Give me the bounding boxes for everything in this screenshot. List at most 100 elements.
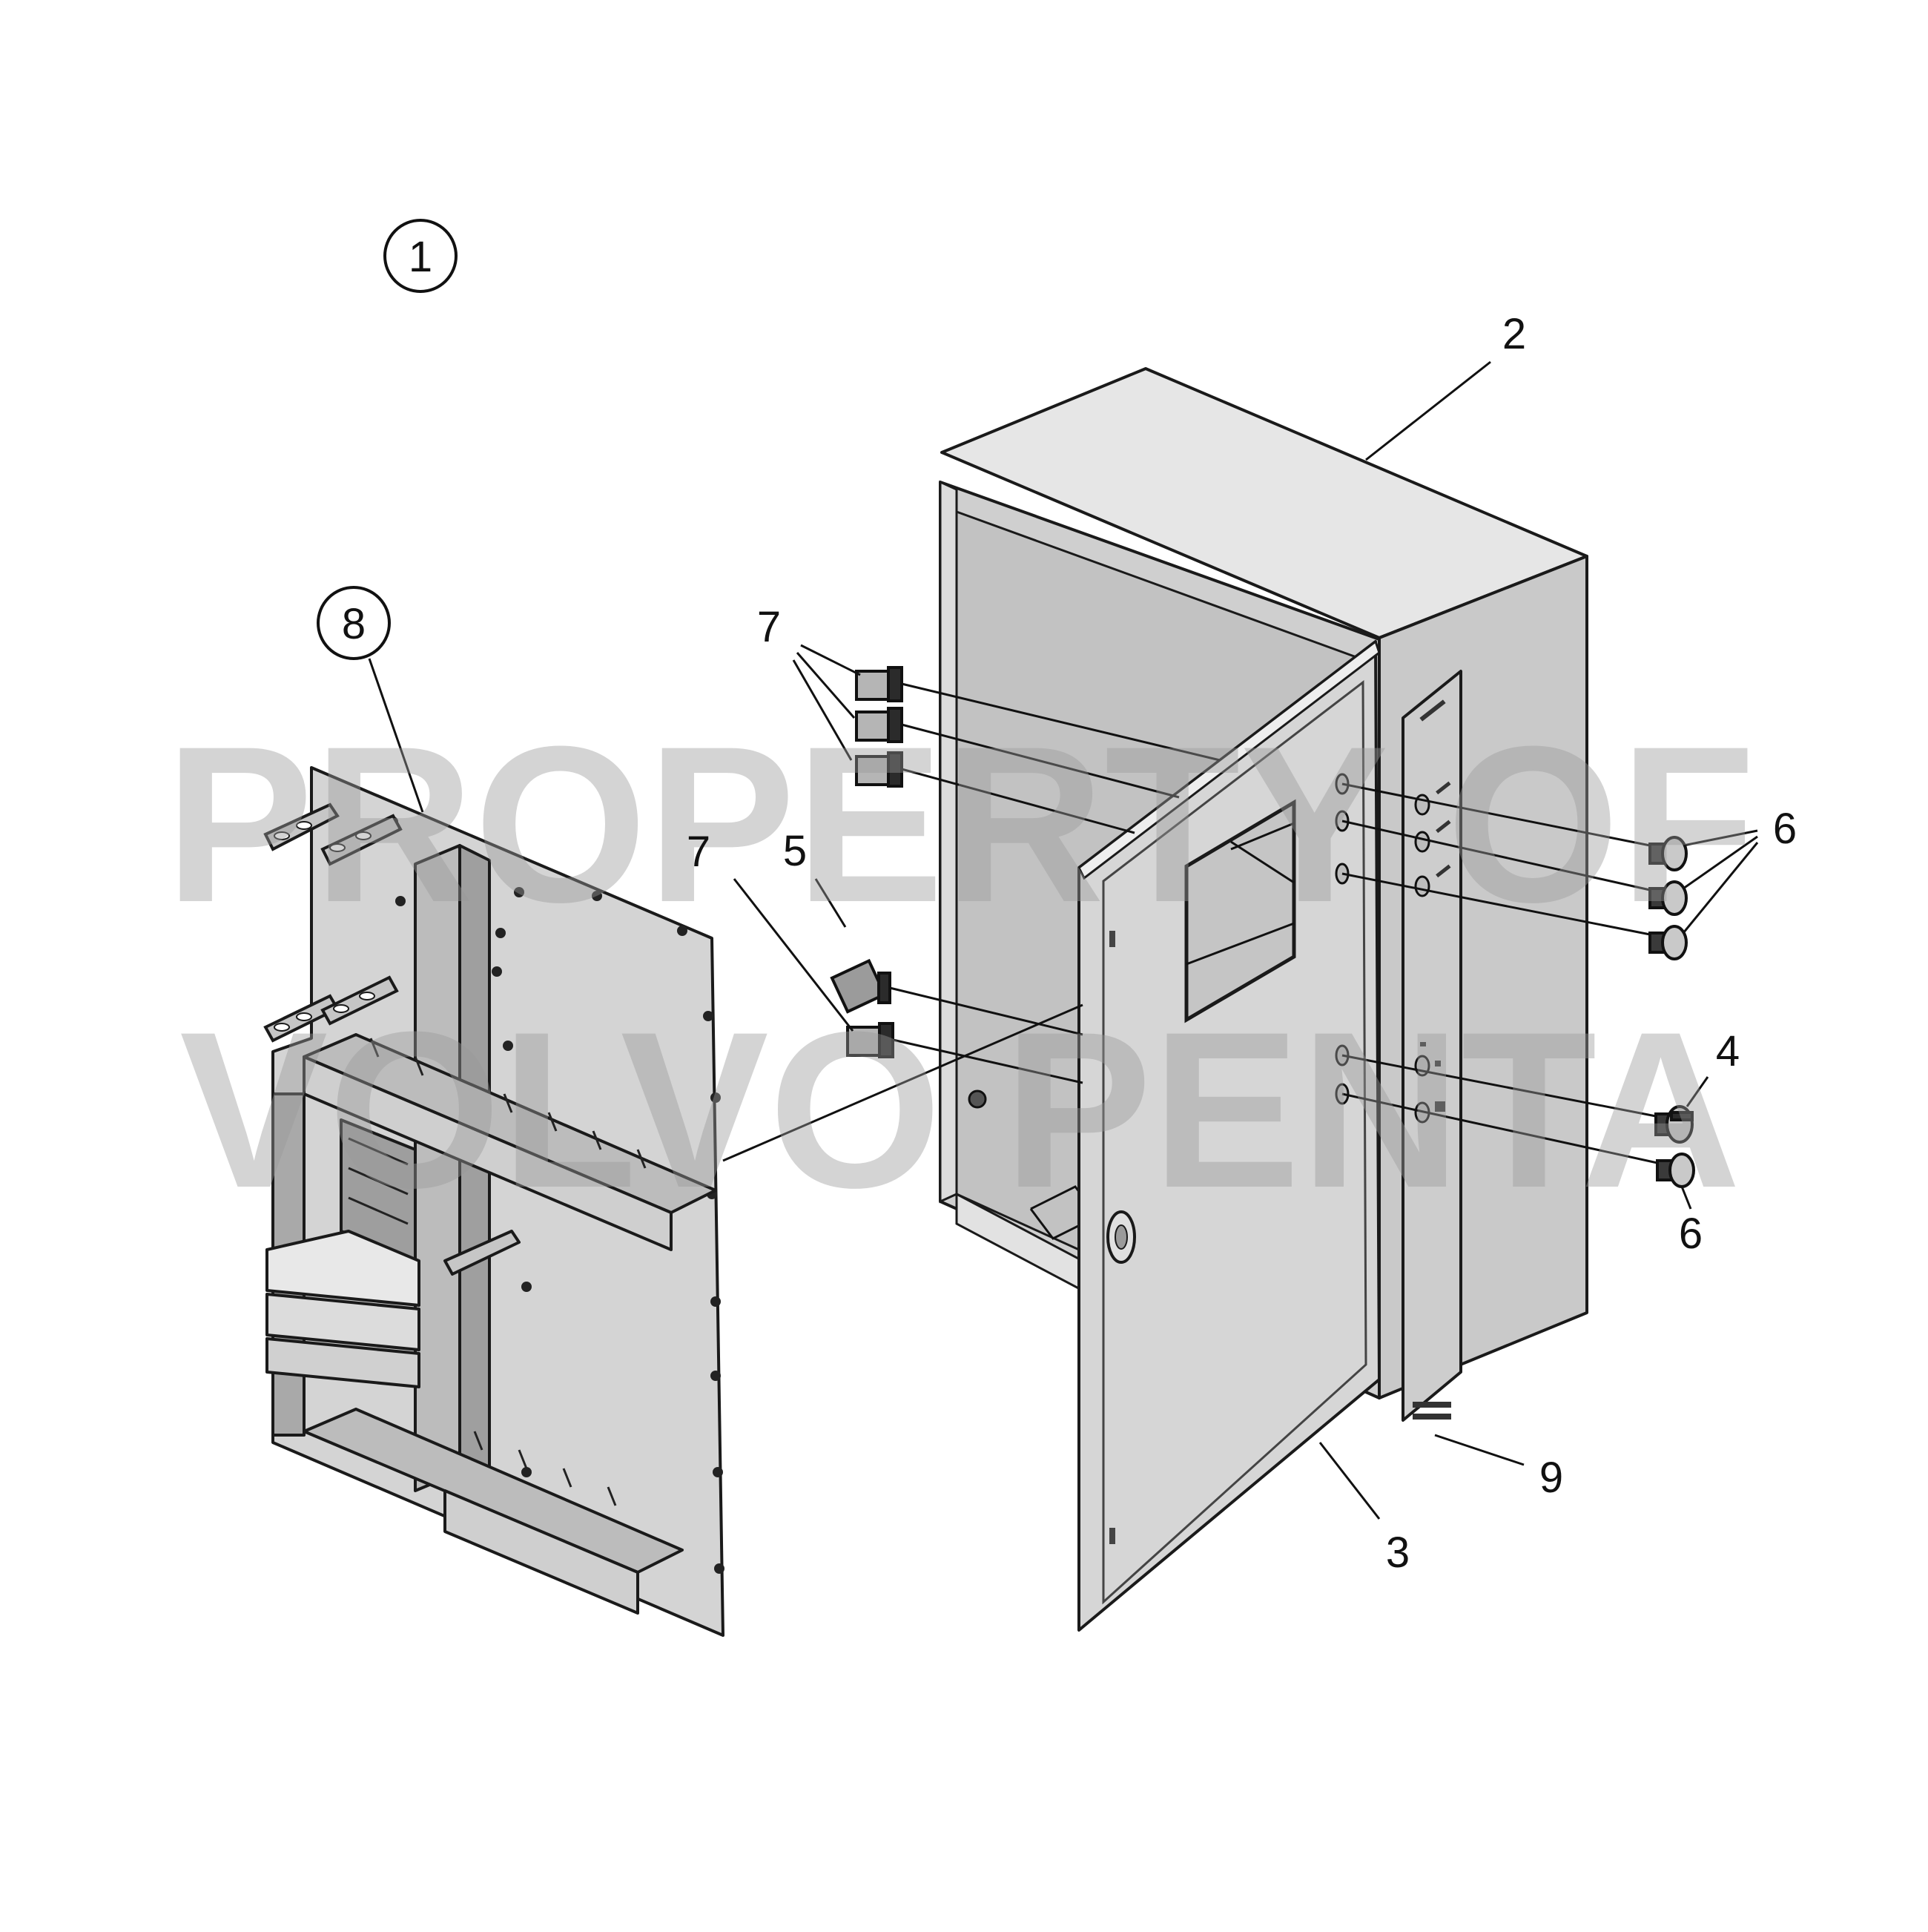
duct-tooth xyxy=(503,1093,513,1113)
callout-3: 3 xyxy=(1386,1529,1410,1577)
leader-5 xyxy=(814,878,847,928)
wire-duct-horizontal-bottom-front xyxy=(443,1489,639,1615)
plate-hole xyxy=(714,1563,724,1574)
button-cap xyxy=(1661,880,1688,916)
mounting-plate-assembly xyxy=(263,766,724,1637)
plate-hole xyxy=(492,966,502,977)
door-window-line-mid xyxy=(1230,840,1295,884)
plate-hole xyxy=(395,896,406,906)
button-cap xyxy=(1661,836,1688,871)
leader-lines xyxy=(368,360,1759,1520)
plate-hole xyxy=(503,1041,513,1051)
terminal-line xyxy=(348,1137,409,1166)
plate-hole xyxy=(677,926,687,936)
leader-6a-3 xyxy=(1682,842,1759,934)
clip-part xyxy=(846,1022,894,1058)
bracket-slots xyxy=(274,821,375,1032)
label-strip-panel xyxy=(1402,670,1462,1422)
leader-8 xyxy=(368,658,424,813)
label-strip-marks xyxy=(1413,699,1451,1420)
bracket-slot xyxy=(274,1023,290,1032)
callout-8-circle xyxy=(317,586,391,660)
leader-line-plate xyxy=(722,1003,1083,1162)
strip-mark xyxy=(1436,781,1451,795)
leader-7a-2 xyxy=(796,652,856,719)
relay-module-3 xyxy=(265,1337,420,1388)
duct-tooth xyxy=(592,1130,602,1150)
clip-part xyxy=(855,666,903,702)
door-display-window xyxy=(1184,799,1296,1023)
bracket-slot xyxy=(296,821,312,830)
leader-line-button-3 xyxy=(1341,872,1651,936)
terminal-line xyxy=(348,1167,409,1196)
leader-line-connector xyxy=(889,986,1083,1036)
leader-6a-2 xyxy=(1683,835,1758,890)
leader-line-clip-3 xyxy=(901,768,1135,834)
bracket-slot xyxy=(296,1012,312,1021)
cabinet-door xyxy=(1077,639,1381,1632)
callout-7-top: 7 xyxy=(757,603,781,651)
plate-hole xyxy=(710,1092,721,1103)
door-inner-border xyxy=(1102,679,1367,1605)
plate-hole xyxy=(521,1467,532,1477)
door-hinge-top xyxy=(1109,931,1115,947)
leader-7a-1 xyxy=(800,644,861,676)
clip-part xyxy=(855,707,903,743)
strip-mark xyxy=(1413,1402,1451,1408)
wire-duct-horizontal-top-front xyxy=(303,1055,673,1251)
leader-line-button-4 xyxy=(1341,1092,1658,1164)
cabinet-keyhole xyxy=(968,1089,987,1109)
leader-line-clip-lower xyxy=(892,1038,1083,1084)
strip-mark xyxy=(1419,699,1446,722)
relay-module-1 xyxy=(265,1230,420,1307)
duct-tooth xyxy=(369,1038,380,1058)
plate-hole xyxy=(514,887,524,897)
callout-9: 9 xyxy=(1539,1454,1563,1502)
strip-mark xyxy=(1436,864,1451,878)
clip-part xyxy=(855,751,903,788)
door-clips-upper xyxy=(855,666,903,788)
strip-mark xyxy=(1435,1061,1441,1066)
callout-2: 2 xyxy=(1502,310,1526,358)
door-window-line-low xyxy=(1186,922,1295,966)
duct-tooth xyxy=(518,1449,528,1469)
bracket-slot xyxy=(329,843,346,852)
leader-6b xyxy=(1680,1186,1692,1210)
door-clips-lower xyxy=(846,1022,894,1058)
duct-tooth xyxy=(636,1149,647,1169)
leader-7b xyxy=(733,878,854,1032)
push-button-part xyxy=(1648,880,1688,916)
leader-line-button-2 xyxy=(1341,820,1651,891)
watermark-line-2: VOLVO PENTA xyxy=(179,985,1741,1234)
plate-clip xyxy=(443,1230,521,1276)
clip-body xyxy=(855,755,891,786)
plate-hole xyxy=(713,1467,723,1477)
bracket-slot xyxy=(333,1004,349,1013)
push-button-part xyxy=(1648,836,1688,871)
strip-hole xyxy=(1414,831,1430,853)
connector-body xyxy=(830,958,887,1014)
bracket-slot xyxy=(274,831,290,840)
leader-9 xyxy=(1434,1434,1525,1466)
callout-1-circle xyxy=(383,219,458,293)
duct-tooth xyxy=(473,1431,483,1451)
connector-part-5 xyxy=(830,958,891,1014)
door-edge xyxy=(1077,639,1381,880)
callout-6-top: 6 xyxy=(1773,805,1797,853)
duct-teeth xyxy=(369,1038,647,1506)
callout-7-middle: 7 xyxy=(687,828,710,876)
callout-6-bottom: 6 xyxy=(1679,1210,1703,1258)
duct-tooth xyxy=(414,1056,424,1076)
clip-body xyxy=(855,670,891,701)
door-window-line-top xyxy=(1230,822,1295,851)
leader-line-button-1 xyxy=(1341,782,1651,847)
leader-4 xyxy=(1686,1076,1709,1107)
push-buttons xyxy=(1648,836,1695,1188)
leader-2 xyxy=(1365,360,1491,461)
leader-6a-1 xyxy=(1683,829,1758,847)
leader-line-clip-2 xyxy=(901,723,1180,799)
strip-mark xyxy=(1435,1101,1445,1112)
leader-7a-3 xyxy=(792,659,853,761)
